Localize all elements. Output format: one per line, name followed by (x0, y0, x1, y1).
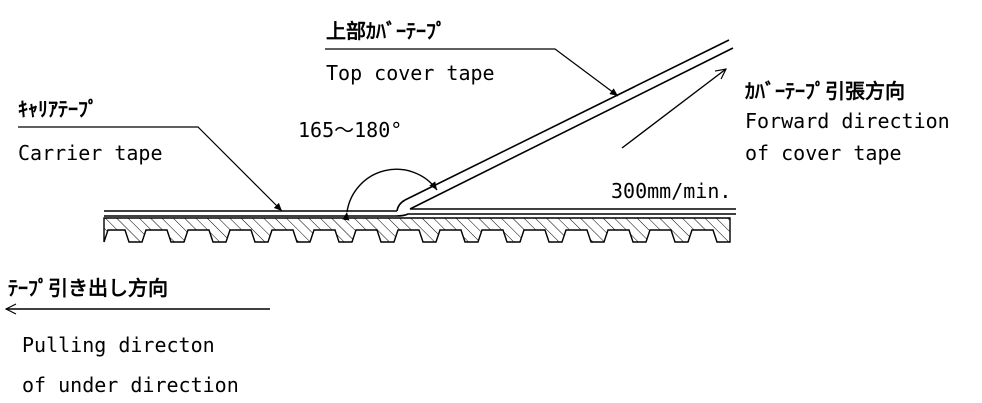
top-cover-label-en: Top cover tape (326, 61, 495, 85)
top-cover-label-jp: 上部ｶﾊﾞｰﾃｰﾌﾟ (326, 19, 446, 43)
leader-lines (18, 48, 619, 212)
forward-label-jp: ｶﾊﾞｰﾃｰﾌﾟ引張方向 (745, 79, 905, 103)
carrier-label-jp: ｷｬﾘｱﾃｰﾌﾟ (18, 97, 98, 121)
pulling-label-jp: ﾃｰﾌﾟ引き出し方向 (8, 276, 168, 300)
carrier-tape-body (103, 217, 731, 243)
forward-label-en-2: of cover tape (745, 141, 902, 165)
angle-arc (342, 168, 438, 221)
pulling-label-en-2: of under direction (22, 373, 239, 397)
forward-label-en-1: Forward direction (745, 109, 950, 133)
angle-label: 165～180° (298, 118, 402, 142)
top-cover-tape-peeled (404, 39, 734, 210)
carrier-label-en: Carrier tape (18, 141, 163, 165)
forward-direction-arrow (621, 69, 726, 149)
pulling-label-en-1: Pulling directon (22, 333, 215, 357)
speed-label: 300mm/min. (611, 179, 731, 203)
